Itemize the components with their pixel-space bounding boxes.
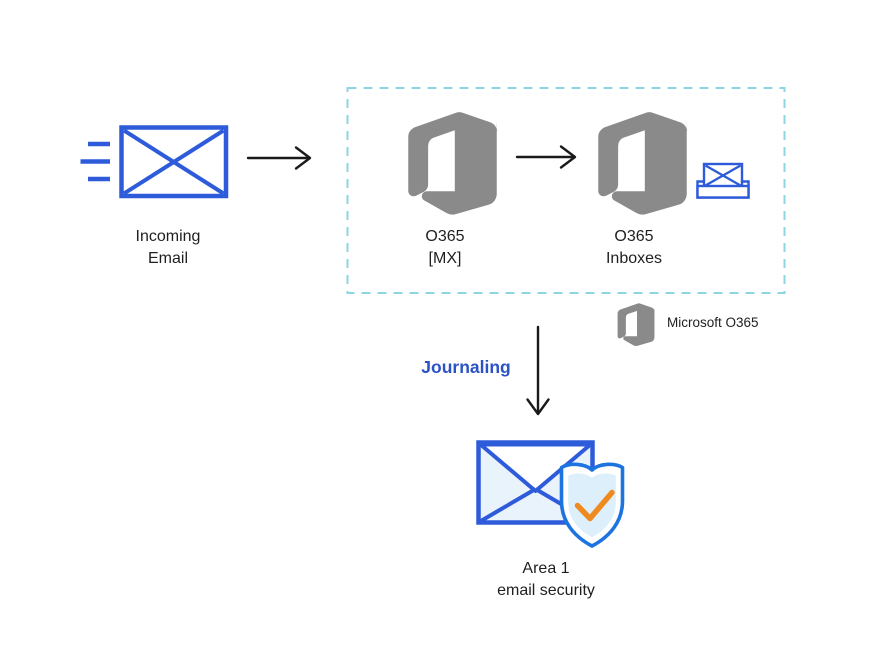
incoming-email-label-line2: Email	[147, 250, 188, 267]
shield-check-icon	[559, 462, 625, 548]
journaling-label: Journaling	[421, 357, 511, 377]
o365-inboxes-label-line2: Inboxes	[605, 250, 663, 267]
area1-label-line2: email security	[497, 582, 595, 599]
incoming-email-label: Incoming Email	[98, 226, 238, 270]
arrow-right-icon	[515, 145, 577, 169]
office365-logo-icon	[408, 112, 498, 215]
o365-mx-label: O365 [MX]	[375, 226, 515, 270]
o365-inboxes-label-line1: O365	[614, 228, 654, 245]
office365-legend-logo-icon	[617, 303, 655, 346]
o365-mx-label-line2: [MX]	[428, 250, 462, 267]
o365-mx-label-line1: O365	[425, 228, 465, 245]
inbox-icon	[696, 162, 750, 199]
arrow-right-icon	[246, 146, 312, 170]
o365-inboxes-label: O365 Inboxes	[564, 226, 704, 270]
incoming-email-envelope-icon	[119, 125, 229, 199]
arrow-down-icon	[526, 325, 550, 416]
incoming-email-label-line1: Incoming	[135, 228, 201, 245]
speed-lines-icon	[80, 141, 110, 182]
area1-label: Area 1 email security	[476, 558, 616, 602]
office365-logo-icon	[598, 112, 688, 215]
microsoft-o365-legend-label: Microsoft O365	[667, 315, 759, 330]
area1-label-line1: Area 1	[522, 560, 570, 577]
